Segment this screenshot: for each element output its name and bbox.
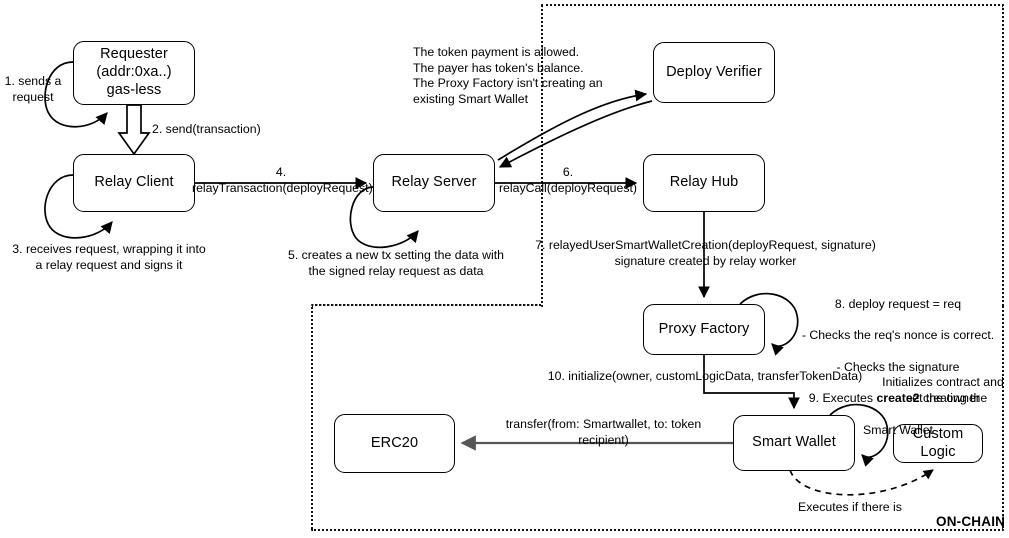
label-step-9-line2: Smart Wallet [863,422,933,437]
node-relay-hub-label: Relay Hub [669,174,739,191]
node-custom-logic[interactable]: Custom Logic [893,424,983,463]
node-erc20[interactable]: ERC20 [334,414,455,473]
node-relay-hub[interactable]: Relay Hub [643,154,765,212]
node-relay-server[interactable]: Relay Server [373,154,495,212]
label-step-2: 2. send(transaction) [152,122,261,136]
label-step-8-9: 8. deploy request = req - Checks the req… [790,281,1006,438]
node-requester-label: Requester (addr:0xa..) gas-less [96,46,172,98]
label-on-chain: ON-CHAIN [936,514,1006,529]
node-smart-wallet[interactable]: Smart Wallet [733,415,855,471]
label-step-7: 7. relayedUserSmartWalletCreation(deploy… [535,238,876,268]
node-smart-wallet-label: Smart Wallet [752,434,836,451]
label-step-9-prefix: 9. Executes [808,391,877,406]
label-step-10: 10. initialize(owner, customLogicData, t… [547,369,863,383]
label-step-9-create2: create2 [876,391,920,406]
label-step-6: 6. relayCall(deployRequest) [498,165,638,195]
onchain-boundary-seam-left [311,304,542,306]
label-step-5: 5. creates a new tx setting the data wit… [287,248,504,278]
node-deploy-verifier-label: Deploy Verifier [666,63,762,80]
node-deploy-verifier[interactable]: Deploy Verifier [653,42,775,103]
label-step-1: 1. sends a request [4,74,62,104]
node-custom-logic-label: Custom Logic [912,425,964,460]
node-erc20-label: ERC20 [370,434,419,451]
node-relay-server-label: Relay Server [391,174,477,191]
label-step-9-suffix: creating the [919,391,988,406]
label-initializes-contract: Initializes contract and set the owner [882,375,1004,405]
node-proxy-factory[interactable]: Proxy Factory [643,304,765,355]
label-step-8-line2: - Checks the req's nonce is correct. [801,328,995,343]
label-step-8-line1: 8. deploy request = req [834,296,962,311]
onchain-boundary-lower [311,305,1004,531]
label-step-3: 3. receives request, wrapping it into a … [12,242,206,272]
label-transfer: transfer(from: Smartwallet, to: token re… [505,417,702,447]
node-relay-client-label: Relay Client [94,174,174,191]
node-relay-client[interactable]: Relay Client [73,154,195,212]
node-proxy-factory-label: Proxy Factory [658,320,750,337]
label-step-4: 4. relayTransaction(deployRequest) [192,165,373,195]
label-executes-if-there-is: Executes if there is [798,500,902,514]
node-requester[interactable]: Requester (addr:0xa..) gas-less [73,41,195,105]
label-step-8-line3: - Checks the signature [836,359,960,374]
arrow-send-transaction [117,104,151,156]
label-verifier-notes: The token payment is allowed. The payer … [413,45,603,107]
